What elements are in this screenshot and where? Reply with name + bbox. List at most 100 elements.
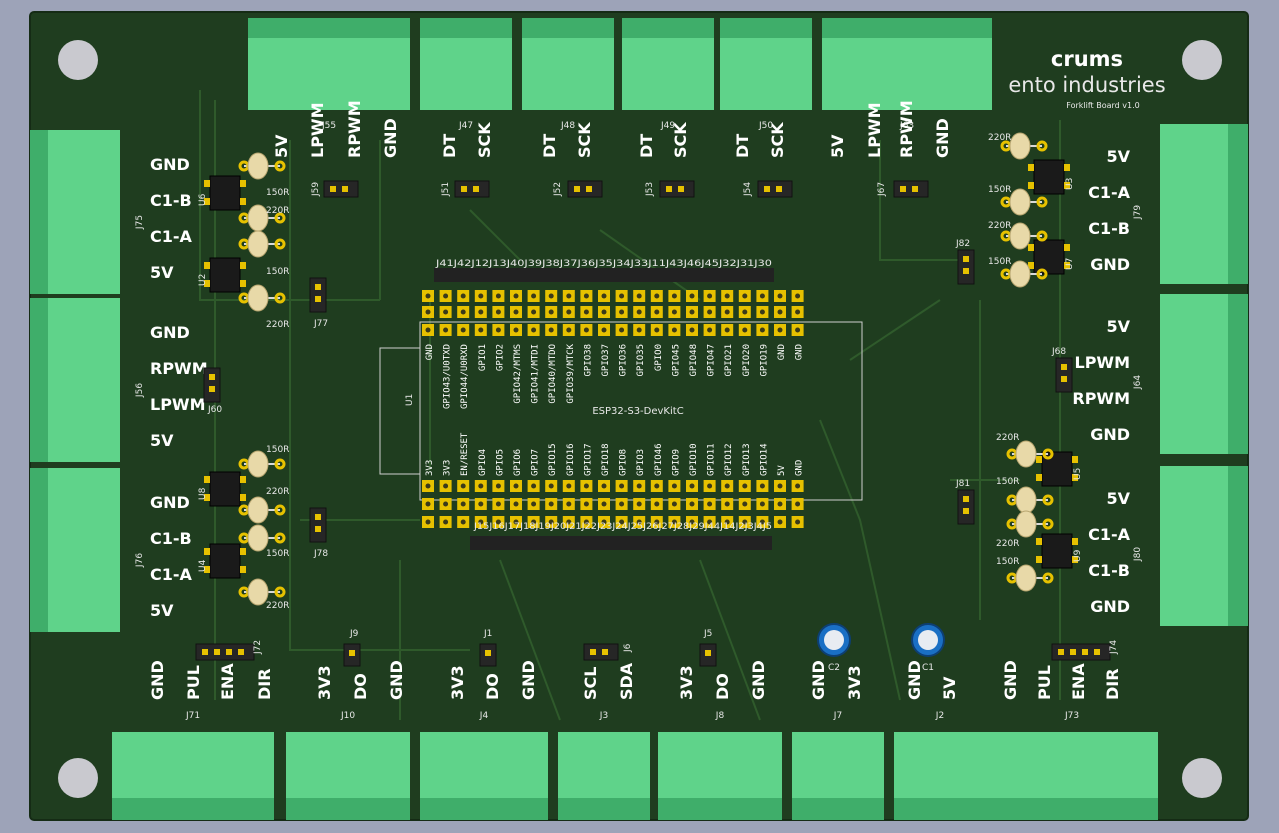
header-hole (425, 309, 431, 315)
jumper-j59: J59 (311, 180, 359, 198)
pin-label: ENA (1069, 663, 1088, 700)
header-hole (513, 293, 519, 299)
pin-label: DT (733, 134, 752, 158)
esp32-bottom-pin-label: GPIO15 (548, 443, 558, 476)
resistor: 220R (996, 433, 1054, 468)
header-hole (478, 501, 484, 507)
header-hole (601, 519, 607, 525)
optocoupler-u9: U9 (1036, 533, 1083, 569)
jumper-ref: J6 (623, 643, 633, 653)
resistor-body (247, 152, 269, 180)
resistor: 220R (988, 221, 1048, 250)
esp32-bottom-pin-label: GPIO13 (742, 443, 752, 476)
chip-pin (240, 280, 246, 287)
header-hole (707, 501, 713, 507)
chip-body (209, 257, 241, 293)
header-hole (654, 501, 660, 507)
jumper-j67: J67 (877, 180, 929, 198)
logo-subtitle: ento industries (1008, 73, 1165, 97)
esp32-top-pin-label: GPIO39/MTCK (566, 343, 576, 403)
resistor-body (1009, 188, 1031, 216)
esp32-top-pin-label: GPIO41/MTDI (531, 344, 541, 404)
header-hole (724, 519, 730, 525)
resistor-pad (1036, 230, 1048, 242)
connector-ref: J64 (1133, 375, 1143, 390)
header-hole (495, 501, 501, 507)
pin-label: DT (540, 134, 559, 158)
jumper-pin (214, 649, 220, 655)
jumper-ref: J67 (877, 182, 887, 197)
header-hole (566, 309, 572, 315)
jumper-ref: J53 (645, 182, 655, 197)
jumper-pin (963, 268, 969, 274)
esp32-bottom-pin-label: GPIO16 (566, 443, 576, 476)
resistor-value: 150R (266, 267, 289, 277)
resistor-pad (274, 292, 286, 304)
mounting-holes (58, 40, 1222, 798)
chip-ref: U8 (198, 487, 208, 500)
jumper-body (1055, 357, 1073, 393)
header-hole (689, 483, 695, 489)
header-hole (583, 293, 589, 299)
pin-label: 3V3 (315, 665, 334, 700)
esp32-top-pin-label: GPIO43/U0TXD (443, 344, 453, 409)
resistor: 220R (996, 510, 1054, 549)
connector-body (1160, 294, 1232, 454)
jumper-ref: J77 (313, 319, 328, 329)
header-hole (548, 293, 554, 299)
chip-pin (204, 476, 210, 483)
jumper-ref: J54 (743, 182, 753, 197)
header-hole (478, 483, 484, 489)
connector-ref: J55 (321, 121, 336, 131)
header-hole (566, 483, 572, 489)
header-hole (460, 519, 466, 525)
header-hole (443, 327, 449, 333)
logo-title: crums (1051, 47, 1123, 71)
board-version: Forklift Board v1.0 (1066, 101, 1139, 110)
connector-top-lip (248, 18, 410, 40)
jumper-body (957, 489, 975, 525)
connector-bottom-lip (112, 798, 274, 820)
header-hole (460, 501, 466, 507)
esp32-bottom-pin-label: GPIO6 (513, 449, 523, 476)
resistor-value: 150R (996, 477, 1019, 487)
esp32-bottom-pin-label: 3V3 (425, 460, 435, 476)
pin-label: C1-B (150, 191, 192, 210)
header-hole (742, 501, 748, 507)
resistor-body (1009, 260, 1031, 288)
resistor-body (247, 450, 269, 478)
pin-label: GND (148, 660, 167, 700)
pin-label: RPWM (1072, 389, 1130, 408)
jumper-j1: J1 (479, 629, 497, 667)
resistor-body (247, 496, 269, 524)
pin-label: LPWM (1075, 353, 1131, 372)
connector-body (420, 732, 548, 802)
pin-label: GND (381, 118, 400, 158)
jumper-j82: J82 (955, 239, 975, 285)
header-hole (495, 519, 501, 525)
connector-ref: J76 (135, 553, 145, 568)
resistor-value: 220R (988, 133, 1011, 143)
header-hole (601, 483, 607, 489)
chip-ref: U6 (198, 193, 208, 206)
chip-pin (240, 198, 246, 205)
chip-ref: U9 (1073, 549, 1083, 562)
header-hole (531, 293, 537, 299)
jumper-pin (238, 649, 244, 655)
resistor-value: 150R (988, 257, 1011, 267)
header-hole (777, 327, 783, 333)
chip-pin (1036, 538, 1042, 545)
header-hole (583, 327, 589, 333)
header-hole (583, 483, 589, 489)
jumper-ref: J59 (311, 182, 321, 197)
pin-label: PUL (184, 665, 203, 700)
pin-label: DO (713, 673, 732, 700)
header-hole (548, 483, 554, 489)
esp32-top-pin-label: GND (795, 344, 805, 360)
connector-ref: J71 (185, 711, 200, 721)
